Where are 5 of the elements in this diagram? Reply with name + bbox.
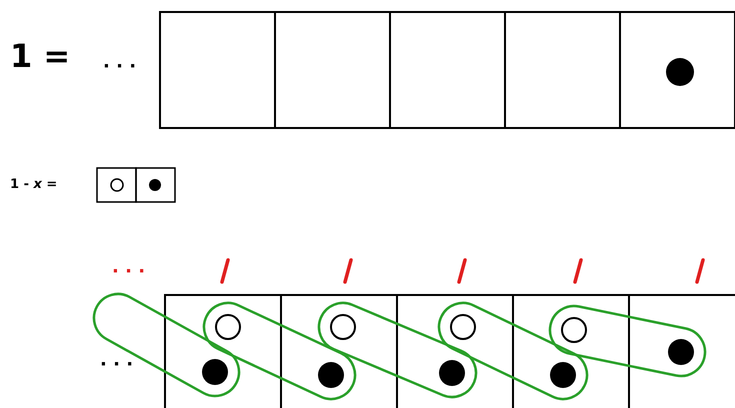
ellipsis: · · · [100,356,134,374]
ellipsis: · · · [103,58,136,76]
ellipsis: · · · [112,263,146,281]
equation-label: 1 = [10,40,70,72]
equation-label: 1 - x = [10,178,58,191]
